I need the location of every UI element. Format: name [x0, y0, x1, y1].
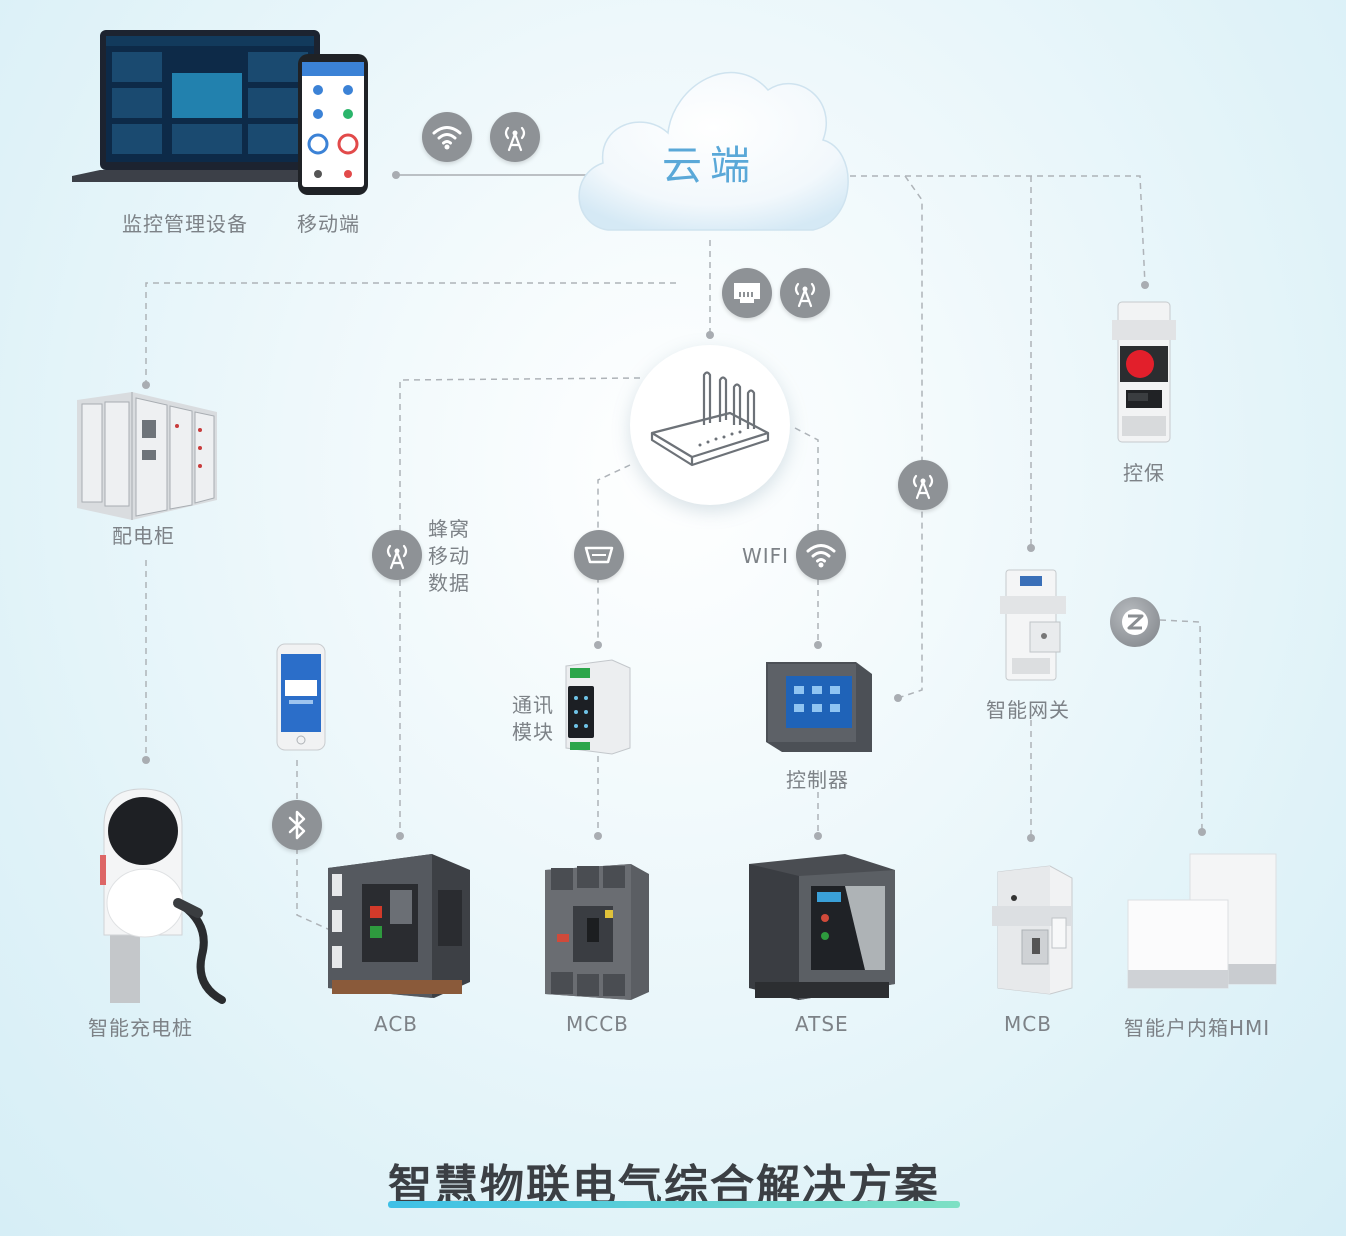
serial-port-icon	[574, 530, 624, 580]
laptop-monitor-icon	[72, 30, 322, 182]
charger-label: 智能充电桩	[88, 1016, 193, 1040]
atse-switch-image	[749, 854, 895, 1000]
zigbee-icon	[1110, 597, 1160, 647]
protector-image	[1112, 301, 1176, 443]
comm-module-image	[565, 659, 631, 755]
acb-breaker-image	[328, 854, 470, 998]
mcb-label: MCB	[1004, 1012, 1052, 1036]
cellular-tower-icon-4	[372, 530, 422, 580]
cellular-tower-icon-2	[780, 268, 830, 318]
mobile-label: 移动端	[297, 212, 360, 236]
wifi-icon-2	[796, 530, 846, 580]
comm-module-label: 通讯 模块	[512, 693, 554, 744]
mccb-breaker-image	[545, 864, 649, 1000]
cloud-icon	[578, 71, 849, 231]
title-underline	[388, 1201, 960, 1208]
gateway-label: 智能网关	[986, 698, 1070, 722]
acb-label: ACB	[374, 1012, 419, 1036]
wifi-icon	[422, 112, 472, 162]
mccb-label: MCCB	[566, 1012, 629, 1036]
cellular-tower-icon	[490, 112, 540, 162]
mobile-phone-icon	[298, 54, 368, 195]
indoor-box-hmi-image	[1127, 853, 1277, 989]
protector-label: 控保	[1123, 461, 1165, 485]
bluetooth-icon	[272, 800, 322, 850]
hmi-label: 智能户内箱HMI	[1124, 1016, 1271, 1040]
router-icon	[650, 371, 770, 467]
router-hub	[630, 345, 790, 505]
mobile-phone-icon-2	[276, 643, 326, 751]
ev-charger-image	[100, 788, 226, 1004]
mcb-breaker-image	[992, 865, 1073, 995]
wifi-label: WIFI	[742, 544, 790, 568]
monitor-label: 监控管理设备	[122, 212, 248, 236]
distribution-cabinet-image	[77, 392, 217, 520]
smart-gateway-image	[1000, 569, 1066, 681]
cellular-tower-icon-3	[898, 460, 948, 510]
controller-label: 控制器	[786, 768, 849, 792]
atse-label: ATSE	[795, 1012, 849, 1036]
cloud-label: 云端	[662, 143, 758, 189]
cellular-data-label: 蜂窝 移动 数据	[428, 517, 470, 595]
controller-image	[766, 662, 872, 752]
ethernet-port-icon	[722, 268, 772, 318]
cabinet-label: 配电柜	[112, 524, 175, 548]
